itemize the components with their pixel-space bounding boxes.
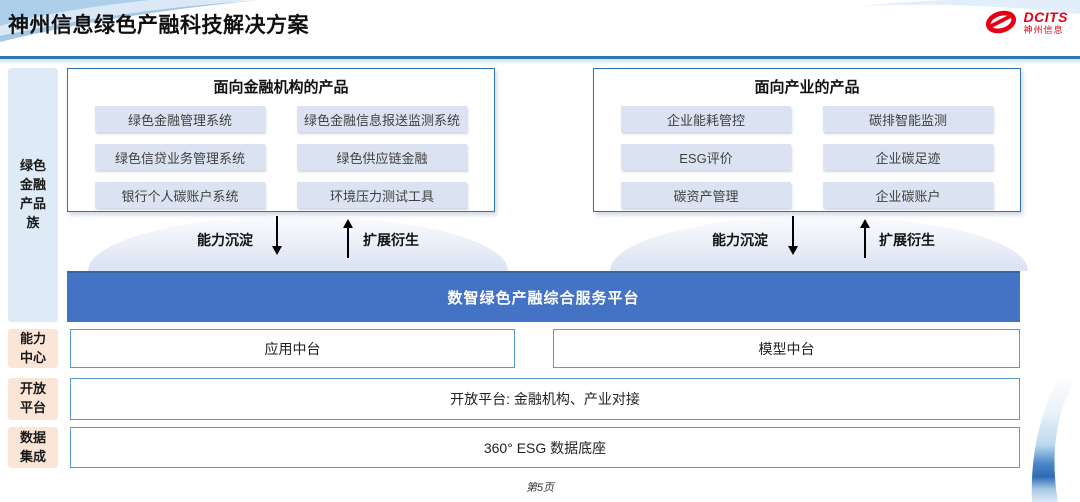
logo-text: DCITS 神州信息 bbox=[1024, 10, 1069, 35]
capability-settle-label: 能力沉淀 bbox=[712, 232, 768, 248]
product-item: 绿色信贷业务管理系统 bbox=[95, 144, 265, 170]
expand-derive-label: 扩展衍生 bbox=[879, 232, 935, 248]
sidebar-label-open-platform: 开放平台 bbox=[8, 378, 58, 420]
product-item: 绿色金融管理系统 bbox=[95, 106, 265, 132]
product-group-title: 面向产业的产品 bbox=[754, 79, 860, 96]
dome-decoration-left bbox=[88, 216, 508, 271]
sidebar-label-capability-center: 能力中心 bbox=[8, 329, 58, 368]
product-item: 银行个人碳账户系统 bbox=[95, 182, 265, 208]
capability-box-model: 模型中台 bbox=[553, 329, 1020, 368]
sidebar-label-product-family: 绿色金融产品族 bbox=[8, 68, 58, 322]
header-swoosh-decoration bbox=[0, 0, 1080, 42]
open-platform-row: 开放平台: 金融机构、产业对接 bbox=[70, 378, 1020, 420]
page-number: 第5页 bbox=[525, 482, 555, 494]
up-arrow-icon bbox=[860, 219, 870, 258]
product-item: 绿色供应链金融 bbox=[297, 144, 467, 170]
product-group-financial-institutions: 面向金融机构的产品 绿色金融管理系统 绿色金融信息报送监测系统 绿色信贷业务管理… bbox=[67, 68, 495, 212]
product-item: 碳资产管理 bbox=[621, 182, 791, 208]
logo-sub-text: 神州信息 bbox=[1023, 24, 1064, 35]
platform-bar: 数智绿色产融综合服务平台 bbox=[67, 271, 1020, 322]
sidebar-label-product-family-text: 绿色金融产品族 bbox=[20, 158, 47, 230]
sidebar-label-capability-center-text: 能力中心 bbox=[20, 330, 47, 365]
dcits-logo-icon bbox=[985, 10, 1016, 34]
product-item: ESG评价 bbox=[621, 144, 791, 170]
product-grid: 企业能耗管控 碳排智能监测 ESG评价 企业碳足迹 碳资产管理 企业碳账户 bbox=[594, 97, 1020, 208]
product-item: 环境压力测试工具 bbox=[297, 182, 467, 208]
product-item: 企业能耗管控 bbox=[621, 106, 791, 132]
down-arrow-icon bbox=[788, 216, 798, 255]
capability-settle-label: 能力沉淀 bbox=[197, 232, 253, 248]
dome-decoration-right bbox=[610, 216, 1028, 271]
corner-ribbon-decoration bbox=[1031, 375, 1074, 502]
sidebar-label-data-integration-text: 数据集成 bbox=[20, 429, 47, 464]
product-group-title: 面向金融机构的产品 bbox=[213, 79, 349, 96]
title-underline-glow bbox=[0, 59, 1080, 65]
data-base-row: 360° ESG 数据底座 bbox=[70, 427, 1020, 468]
product-item: 绿色金融信息报送监测系统 bbox=[297, 106, 467, 132]
sidebar-label-data-integration: 数据集成 bbox=[8, 427, 58, 468]
logo-brand-text: DCITS bbox=[1023, 8, 1068, 25]
product-item: 企业碳账户 bbox=[823, 182, 993, 208]
dcits-logo: DCITS 神州信息 bbox=[982, 8, 1069, 36]
up-arrow-icon bbox=[343, 219, 353, 258]
title-underline bbox=[0, 56, 1080, 59]
product-item: 企业碳足迹 bbox=[823, 144, 993, 170]
product-item: 碳排智能监测 bbox=[823, 106, 993, 132]
sidebar-label-open-platform-text: 开放平台 bbox=[20, 381, 47, 415]
product-group-industry: 面向产业的产品 企业能耗管控 碳排智能监测 ESG评价 企业碳足迹 碳资产管理 … bbox=[593, 68, 1021, 212]
page-title: 神州信息绿色产融科技解决方案 bbox=[8, 14, 309, 37]
expand-derive-label: 扩展衍生 bbox=[363, 232, 419, 248]
down-arrow-icon bbox=[272, 216, 282, 255]
product-grid: 绿色金融管理系统 绿色金融信息报送监测系统 绿色信贷业务管理系统 绿色供应链金融… bbox=[68, 97, 494, 208]
capability-box-application: 应用中台 bbox=[70, 329, 515, 368]
